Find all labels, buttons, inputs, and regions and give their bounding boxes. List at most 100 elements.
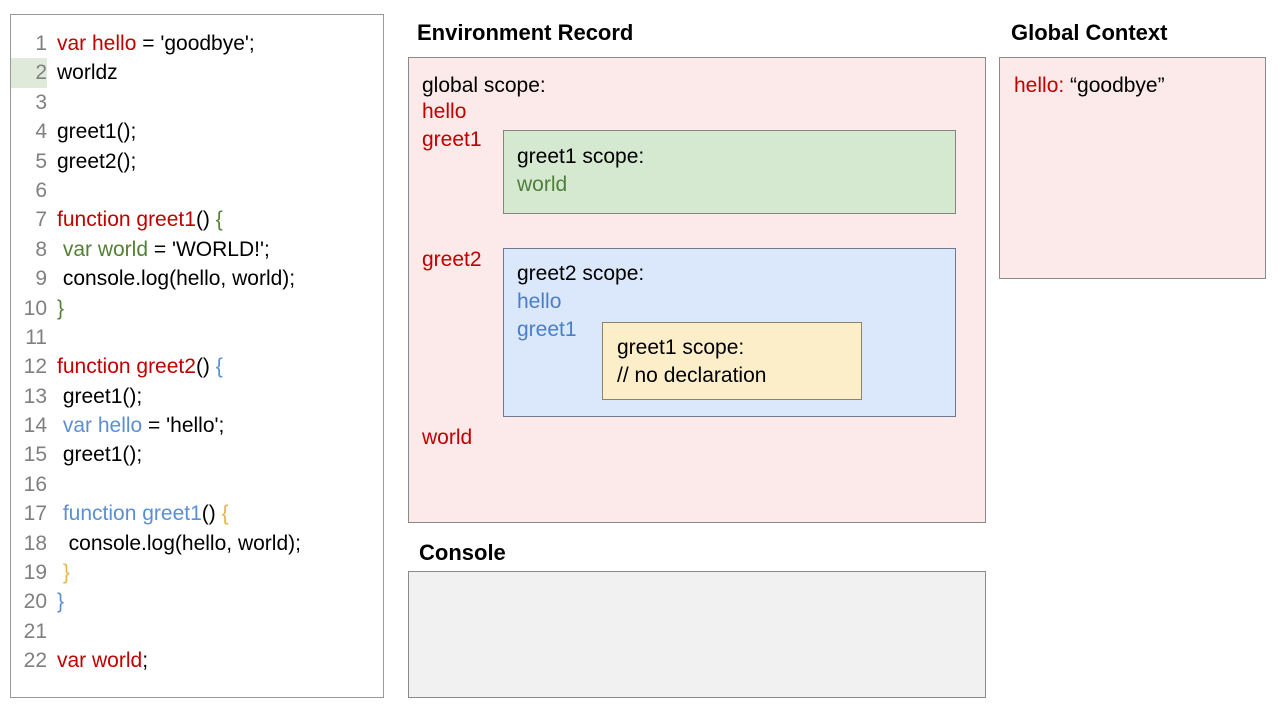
code-line[interactable]: 2 worldz: [11, 58, 383, 88]
line-number: 9: [35, 267, 47, 291]
console-heading: Console: [419, 540, 506, 565]
code-token: = 'goodbye';: [136, 32, 255, 55]
code-line-text: worldz: [47, 58, 118, 87]
code-line-text: function greet1() {: [47, 499, 229, 528]
line-number: 17: [23, 502, 47, 526]
inner-greet1-scope-title: greet1 scope:: [617, 336, 745, 359]
code-line[interactable]: 16: [11, 470, 383, 499]
code-token: }: [57, 561, 70, 585]
code-line[interactable]: 3: [11, 88, 383, 117]
line-number: 7: [35, 208, 47, 232]
code-token: function greet2: [57, 355, 196, 379]
code-token: console.log(hello, world);: [57, 267, 296, 291]
code-line-text: var hello = 'goodbye';: [47, 29, 255, 58]
greet2-scope-box: greet2 scope: hello greet1 greet1 scope:…: [503, 248, 956, 417]
code-line-text: console.log(hello, world);: [47, 529, 301, 558]
code-token: function greet1: [57, 208, 196, 232]
code-line[interactable]: 6: [11, 176, 383, 205]
code-line-text: function greet2() {: [47, 352, 223, 381]
code-line-text: greet1();: [47, 382, 142, 411]
greet2-binding-greet1: greet1: [517, 318, 577, 341]
code-line[interactable]: 18 console.log(hello, world);: [11, 529, 383, 558]
code-line[interactable]: 13 greet1();: [11, 382, 383, 411]
line-number: 22: [23, 649, 47, 673]
line-number: 21: [23, 619, 47, 643]
code-line[interactable]: 10}: [11, 294, 383, 323]
code-token: }: [57, 296, 65, 320]
code-token: = 'WORLD!';: [148, 237, 270, 261]
code-line[interactable]: 14 var hello = 'hello';: [11, 411, 383, 440]
line-number: 18: [23, 531, 47, 555]
code-token: }: [57, 590, 65, 614]
environment-record-panel: global scope: hello greet1 greet2 world …: [408, 57, 986, 523]
inner-greet1-scope-note: // no declaration: [617, 364, 767, 387]
global-binding-greet1: greet1: [422, 128, 482, 151]
code-line[interactable]: 15 greet1();: [11, 440, 383, 469]
code-line-text: greet2();: [47, 147, 136, 176]
global-context-entry-key: hello:: [1014, 74, 1065, 97]
code-token: {: [215, 355, 223, 379]
code-line[interactable]: 19 }: [11, 558, 383, 587]
code-line[interactable]: 9 console.log(hello, world);: [11, 264, 383, 293]
code-token: worldz: [57, 61, 118, 85]
code-line[interactable]: 11: [11, 323, 383, 352]
code-line-text: var world;: [47, 646, 148, 675]
line-number: 20: [23, 590, 47, 614]
line-number: 4: [35, 120, 47, 144]
global-binding-world: world: [422, 426, 473, 449]
code-line-text: greet1();: [47, 117, 136, 146]
code-line[interactable]: 21: [11, 617, 383, 646]
code-token: function greet1: [57, 502, 202, 526]
global-binding-hello: hello: [422, 100, 467, 123]
code-token: (): [195, 355, 216, 379]
code-token: (): [195, 208, 216, 232]
global-context-panel: hello: “goodbye”: [999, 57, 1266, 279]
inner-greet1-scope-box: greet1 scope: // no declaration: [602, 322, 862, 400]
code-token: greet1();: [57, 443, 143, 467]
global-scope-title: global scope:: [422, 74, 546, 97]
line-number: 3: [35, 90, 47, 114]
code-token: var hello: [57, 32, 137, 55]
code-token: ;: [142, 649, 149, 673]
code-line[interactable]: 5 greet2();: [11, 147, 383, 176]
code-token: var hello: [57, 414, 143, 438]
code-line-text: }: [47, 558, 70, 587]
code-line-text: }: [47, 294, 64, 323]
code-line-text: var hello = 'hello';: [47, 411, 225, 440]
code-token: (): [201, 502, 222, 526]
line-number: 13: [23, 384, 47, 408]
code-line[interactable]: 20}: [11, 587, 383, 616]
environment-record-heading: Environment Record: [417, 20, 634, 45]
code-token: greet1();: [57, 120, 137, 144]
code-line-text: console.log(hello, world);: [47, 264, 295, 293]
code-token: var world: [57, 237, 149, 261]
code-token: greet1();: [57, 384, 143, 408]
code-token: {: [221, 502, 229, 526]
code-token: = 'hello';: [142, 414, 225, 438]
line-number: 1: [35, 32, 47, 55]
code-line[interactable]: 8 var world = 'WORLD!';: [11, 235, 383, 264]
code-line-text: var world = 'WORLD!';: [47, 235, 270, 264]
line-number: 2: [11, 58, 47, 88]
greet2-scope-title: greet2 scope:: [517, 262, 645, 285]
greet1-scope-box: greet1 scope: world: [503, 130, 956, 214]
line-number: 8: [35, 237, 47, 261]
greet2-binding-hello: hello: [517, 290, 562, 313]
code-line[interactable]: 17 function greet1() {: [11, 499, 383, 528]
line-number: 12: [23, 355, 47, 379]
global-context-heading: Global Context: [1011, 20, 1168, 45]
line-number: 15: [23, 443, 47, 467]
code-token: greet2();: [57, 149, 137, 173]
line-number: 19: [23, 561, 47, 585]
code-line[interactable]: 4 greet1();: [11, 117, 383, 146]
line-number: 5: [35, 149, 47, 173]
line-number: 10: [23, 296, 47, 320]
line-number: 14: [23, 414, 47, 438]
console-panel[interactable]: [408, 571, 986, 698]
